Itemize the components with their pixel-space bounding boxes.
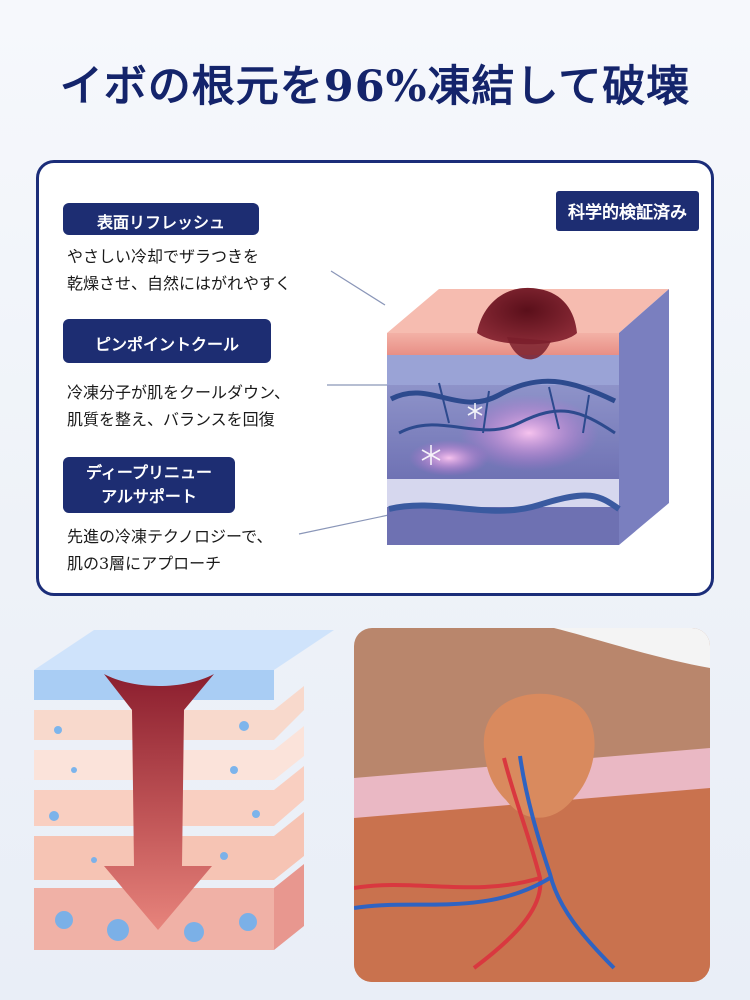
ice-front-layer [34, 670, 274, 700]
feature-desc-line: 先進の冷凍テクノロジーで、 [67, 527, 273, 546]
ice-crystal-icon [467, 403, 483, 419]
feature-desc-surface-refresh: やさしい冷却でザラつきを 乾燥させ、自然にはがれやすく [67, 243, 291, 297]
feature-label-deep-renewal: ディープリニュー アルサポート [63, 457, 235, 513]
cell-cluster [409, 440, 489, 476]
blood-vessel [388, 492, 621, 514]
feature-desc-line: 乾燥させ、自然にはがれやすく [67, 274, 292, 293]
downward-arrow-icon [104, 674, 214, 930]
blood-vessel [398, 409, 616, 435]
wart-vessels-illustration [354, 628, 710, 982]
skin-cross-section-illustration [387, 287, 669, 545]
ice-crystal-icon [421, 445, 441, 465]
feature-desc-pinpoint-cool: 冷凍分子が肌をクールダウン、 肌質を整え、バランスを回復 [67, 379, 290, 433]
applicator [554, 628, 710, 668]
feature-label-surface-refresh: 表面リフレッシュ [63, 203, 259, 235]
vein [518, 755, 616, 970]
feature-label-line: アルサポート [101, 487, 197, 506]
headline: イボの根元を96%凍結して破壊 [59, 62, 691, 112]
feature-desc-line: 冷凍分子が肌をクールダウン、 [67, 383, 291, 402]
feature-desc-line: 肌の3層にアプローチ [67, 554, 222, 573]
feature-label-line: ピンポイントクール [94, 335, 239, 354]
vein [354, 876, 552, 910]
artery [354, 876, 541, 890]
base-layer-side [274, 864, 304, 950]
verified-badge: 科学的検証済み [556, 191, 699, 231]
feature-desc-deep-renewal: 先進の冷凍テクノロジーで、 肌の3層にアプローチ [67, 523, 272, 577]
feature-label-pinpoint-cool: ピンポイントクール [63, 319, 271, 363]
wart [477, 287, 577, 345]
freeze-layers-illustration [34, 630, 334, 950]
feature-card: 科学的検証済み 表面リフレッシュ やさしい冷却でザラつきを 乾燥させ、自然にはが… [36, 160, 714, 596]
callout-line-1 [330, 270, 386, 306]
cell-cluster [459, 395, 599, 471]
feature-label-line: ディープリニュー [86, 463, 212, 482]
blood-vessel [389, 378, 617, 405]
feature-desc-line: やさしい冷却でザラつきを [67, 247, 260, 266]
skin-side-face [619, 289, 669, 545]
capillaries [438, 382, 590, 434]
feature-desc-line: 肌質を整え、バランスを回復 [67, 410, 275, 429]
feature-label-line: 表面リフレッシュ [96, 213, 225, 232]
cold-droplets [49, 721, 260, 942]
fat-layer [354, 788, 710, 982]
wart-root [507, 337, 551, 360]
ice-top-layer [34, 630, 334, 670]
upper-dermis-layer [387, 355, 619, 385]
